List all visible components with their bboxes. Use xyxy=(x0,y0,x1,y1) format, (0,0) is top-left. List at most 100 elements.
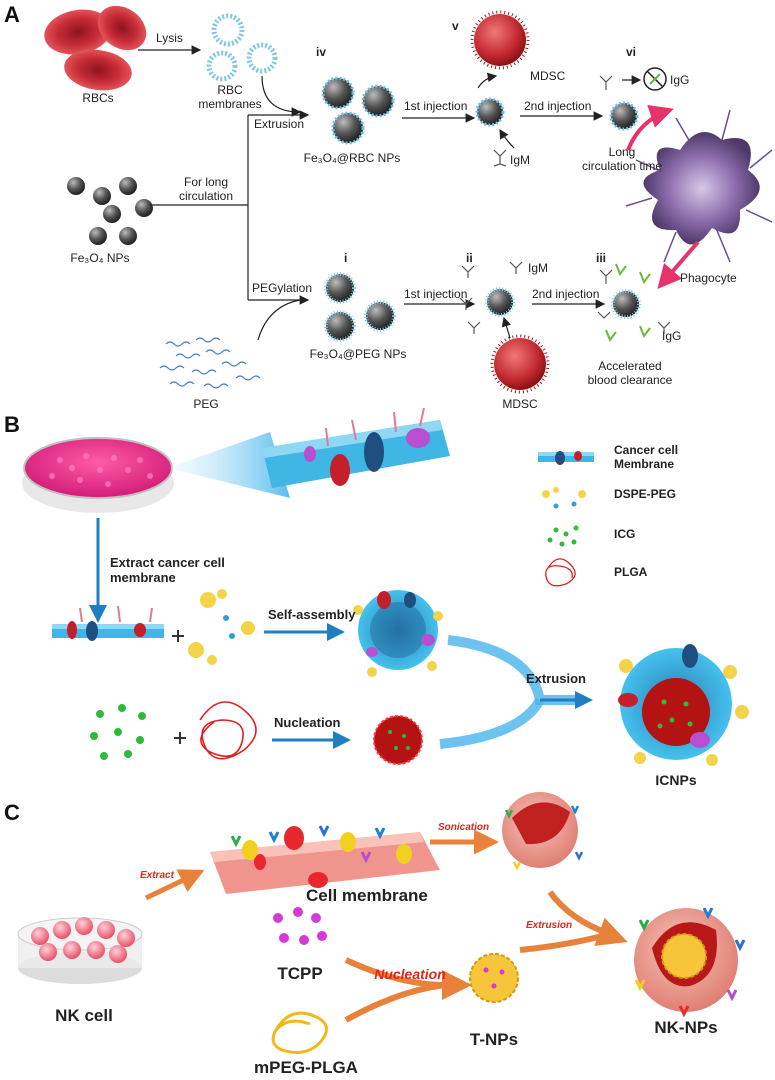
label-mdsc-bottom: MDSC xyxy=(502,397,538,411)
rbc-np-center xyxy=(475,97,505,127)
plus-sign-2 xyxy=(174,732,186,744)
label-icnps: ICNPs xyxy=(655,772,697,788)
legend-label-icg: ICG xyxy=(614,527,636,541)
legend-dspe-peg-icon xyxy=(542,487,586,509)
label-igg-top: IgG xyxy=(670,73,690,87)
nk-vesicle-cut xyxy=(502,792,584,871)
label-extract-cancer-membrane: Extract cancer cell membrane xyxy=(110,555,225,585)
label-igm-top: IgM xyxy=(510,153,531,167)
panel-label-c: C xyxy=(4,800,20,825)
igm-antibodies-bottom xyxy=(459,261,523,334)
igg-blocked-symbol xyxy=(643,67,667,91)
label-t-nps: T-NPs xyxy=(469,1030,519,1049)
step-label-iv: iv xyxy=(316,45,327,59)
peg-coated-nps xyxy=(324,272,396,342)
legend-label-dspe-peg: DSPE-PEG xyxy=(614,487,677,501)
label-fe3o4-rbc-nps: Fe₃O₄@RBC NPs xyxy=(303,151,401,165)
plga-polymer xyxy=(199,701,257,760)
label-igm-bottom: IgM xyxy=(528,261,549,275)
label-mdsc-top: MDSC xyxy=(530,69,566,83)
label-accelerated-blood-clearance: Accelerated blood clearance xyxy=(587,359,673,387)
tcpp-molecules xyxy=(273,907,327,945)
plus-sign-1 xyxy=(172,630,184,642)
rbc-membrane-vesicles xyxy=(206,13,278,82)
label-pegylation: PEGylation xyxy=(252,281,313,295)
arrow-extrusion-c xyxy=(594,917,628,946)
label-nk-nps: NK-NPs xyxy=(654,1018,718,1037)
label-self-assembly: Self-assembly xyxy=(268,607,356,622)
label-phagocyte: Phagocyte xyxy=(680,271,737,285)
label-nucleation-b: Nucleation xyxy=(274,715,341,730)
legend-plga-icon xyxy=(545,558,576,587)
pink-arrow-phagocytosis xyxy=(657,240,700,290)
label-2nd-injection-top: 2nd injection xyxy=(524,99,592,113)
label-sonication: Sonication xyxy=(438,822,490,833)
label-rbc-membranes: RBC membranes xyxy=(198,83,262,111)
label-nucleation-c: Nucleation xyxy=(374,966,446,982)
igm-antibody-top xyxy=(493,149,507,167)
label-for-long-circulation: For long circulation xyxy=(178,175,234,203)
label-extrusion-b: Extrusion xyxy=(526,671,586,686)
mdsc-cell-top xyxy=(470,10,530,70)
step-label-ii: ii xyxy=(466,251,473,265)
label-1st-injection-top: 1st injection xyxy=(404,99,468,113)
icnp-particle xyxy=(618,644,749,766)
nk-membrane-sheet xyxy=(210,825,440,894)
label-rbcs: RBCs xyxy=(82,91,114,105)
label-fe3o4-peg-nps: Fe₃O₄@PEG NPs xyxy=(309,347,407,361)
rbc-coated-nps xyxy=(321,76,395,145)
merge-arrow-bottom xyxy=(439,697,545,749)
igg-antibodies-bottom xyxy=(597,263,671,343)
legend-icg-icon xyxy=(547,525,579,547)
merge-arrow-top xyxy=(447,635,584,705)
tumor-cell-dish xyxy=(22,437,174,513)
step-label-v: v xyxy=(452,19,459,33)
cancer-membrane-zoom xyxy=(262,407,450,488)
step-label-iii: iii xyxy=(596,251,607,265)
fe3o4-np-cluster xyxy=(67,177,153,245)
nucleation-arrow-bottom xyxy=(344,982,447,1023)
step-label-vi: vi xyxy=(626,45,637,59)
igg-antibody-top xyxy=(599,75,613,90)
label-extract-c: Extract xyxy=(140,870,174,881)
rbc-np-circulating xyxy=(609,101,639,131)
label-long-circulation-time: Long circulation time xyxy=(581,145,663,173)
peg-np-cleared xyxy=(611,289,641,319)
label-tcpp: TCPP xyxy=(277,964,323,983)
phagocyte-cell xyxy=(625,109,773,263)
extrusion-arrow-bottom xyxy=(519,931,611,953)
t-np-particle xyxy=(469,953,519,1003)
legend-label-cancer-membrane: Cancer cell Membrane xyxy=(614,443,679,471)
peg-chains xyxy=(159,337,261,389)
dspe-peg-molecules xyxy=(188,589,255,665)
label-lysis: Lysis xyxy=(156,31,183,45)
nk-np-particle xyxy=(634,907,746,1018)
membrane-strip xyxy=(52,605,164,641)
zoom-beam xyxy=(168,432,290,498)
membrane-vesicle xyxy=(353,590,443,677)
label-2nd-injection-bottom: 2nd injection xyxy=(532,287,600,301)
panel-label-b: B xyxy=(4,412,20,437)
mdsc-cell-bottom xyxy=(490,334,550,394)
label-igg-bottom: IgG xyxy=(662,329,682,343)
label-fe3o4-nps: Fe₃O₄ NPs xyxy=(70,251,130,265)
label-1st-injection-bottom: 1st injection xyxy=(404,287,468,301)
plga-icg-core xyxy=(373,715,423,765)
pink-arrow-long-circulation xyxy=(626,104,674,151)
rbc-illustration xyxy=(44,5,147,91)
label-extrusion-a: Extrusion xyxy=(254,117,305,131)
mpeg-plga-polymer xyxy=(271,1011,328,1054)
label-peg: PEG xyxy=(193,397,219,411)
legend-cancer-membrane-icon xyxy=(538,451,594,465)
peg-np-center xyxy=(485,287,515,317)
panel-label-a: A xyxy=(4,2,20,27)
nk-cell-dish xyxy=(17,917,143,984)
label-cell-membrane: Cell membrane xyxy=(306,886,428,905)
icg-molecules xyxy=(90,704,146,760)
label-extrusion-c: Extrusion xyxy=(526,920,573,931)
label-nk-cell: NK cell xyxy=(55,1006,113,1025)
legend-label-plga: PLGA xyxy=(614,565,648,579)
arrow-extract-c xyxy=(144,869,205,901)
